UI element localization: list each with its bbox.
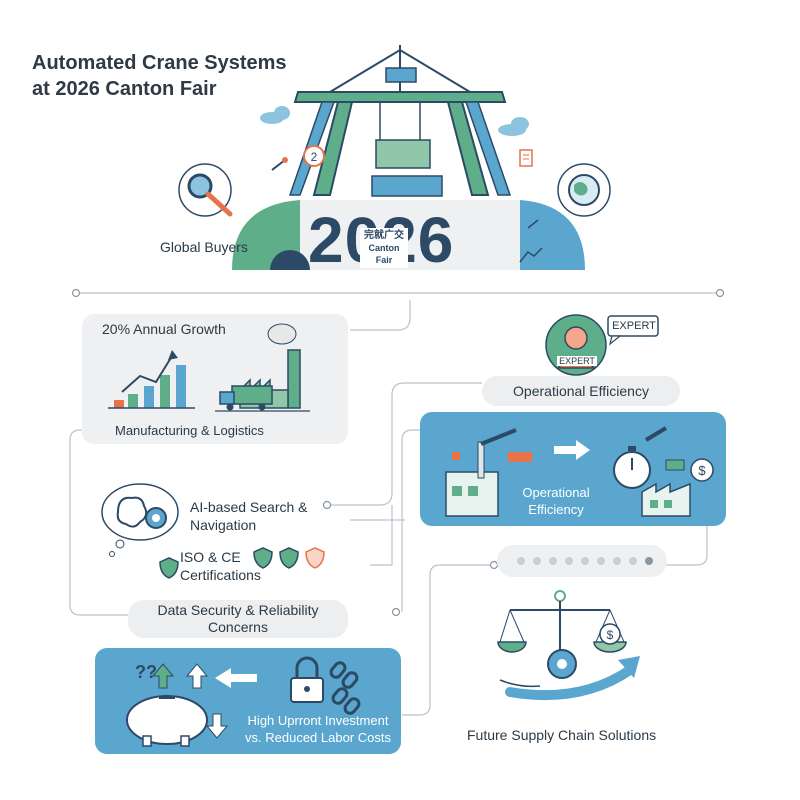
magnifier-icon (178, 163, 233, 217)
stopwatch-icon (613, 446, 651, 489)
automated-factory-icon (641, 426, 691, 517)
progress-dots (517, 557, 653, 565)
pin-icon (271, 157, 288, 171)
growth-arrow-icon (499, 656, 640, 701)
growth-title: 20% Annual Growth (102, 321, 226, 337)
map-icon (519, 219, 543, 263)
arrow-up-icon (151, 663, 209, 689)
security-line2: Concerns (208, 619, 268, 635)
robot-arm-icon (445, 428, 532, 517)
dollar-coin-icon: $ (690, 458, 714, 482)
shield-icon (159, 547, 325, 579)
ai-label: AI-based Search & Navigation (190, 498, 308, 534)
global-buyers-label: Global Buyers (160, 239, 248, 255)
efficiency-panel-label: Operational Efficiency (508, 484, 604, 518)
arrow-down-icon (205, 713, 229, 739)
expert-bubble-label: EXPERT (612, 320, 656, 332)
efficiency-illustration: $ (445, 426, 714, 517)
cert-label: ISO & CE Certifications (180, 548, 261, 584)
chain-link-icon (329, 661, 361, 715)
hero-illustration: 2 (71, 45, 725, 298)
efficiency-currency: $ (698, 463, 706, 478)
gear-icon (145, 507, 167, 529)
ai-label-line1: AI-based Search & (190, 499, 308, 515)
future-currency: $ (607, 628, 614, 642)
bar-chart-icon (108, 350, 195, 409)
efficiency-label-line2: Efficiency (528, 502, 584, 517)
speech-bubble-icon (607, 315, 659, 346)
canton-fair-badge-en: Canton Fair (368, 243, 400, 265)
ai-label-line2: Navigation (190, 517, 257, 533)
balance-illustration: $ (497, 590, 640, 701)
clipboard-icon (519, 149, 533, 167)
canton-fair-badge: 完就广交 Canton Fair (360, 228, 408, 268)
efficiency-label-line1: Operational (522, 485, 590, 500)
growth-caption: Manufacturing & Logistics (115, 423, 264, 438)
investment-line2: vs. Reduced Labor Costs (245, 730, 391, 745)
page-title: Automated Crane Systems at 2026 Canton F… (32, 50, 287, 102)
gear-icon (547, 649, 577, 679)
cert-label-line2: Certifications (180, 567, 261, 583)
security-pill: Data Security & Reliability Concerns (128, 600, 348, 638)
canton-fair-badge-cn: 完就广交 (364, 230, 404, 241)
growth-panel (82, 314, 348, 444)
cloud-icon (260, 106, 529, 136)
progress-dots-pill (497, 545, 667, 577)
cert-shields (159, 547, 325, 579)
arrow-right-icon (554, 440, 590, 460)
operational-efficiency-pill: Operational Efficiency (482, 376, 680, 406)
piggy-bank-icon (126, 695, 208, 747)
question-marks: ?? (135, 662, 157, 682)
truck-icon (215, 385, 310, 412)
growth-illustration (108, 323, 310, 412)
globe-icon (557, 163, 611, 217)
investment-label: High Uprront Investment vs. Reduced Labo… (238, 712, 398, 746)
expert-badge-label: EXPERT (557, 356, 597, 366)
title-line-2: at 2026 Canton Fair (32, 78, 217, 100)
expert-avatar-icon (545, 314, 607, 376)
title-line-1: Automated Crane Systems (32, 52, 287, 74)
padlock-icon (290, 656, 324, 703)
number-badge-icon: 2 (303, 145, 325, 167)
investment-line1: High Uprront Investment (247, 713, 389, 728)
dollar-coin-icon: $ (599, 623, 621, 645)
ai-illustration (101, 483, 179, 557)
arrow-left-icon (215, 668, 257, 688)
cert-label-line1: ISO & CE (180, 549, 241, 565)
investment-illustration: ?? (126, 656, 361, 747)
balance-scale-icon (497, 590, 627, 658)
marker-number: 2 (311, 150, 318, 164)
security-line1: Data Security & Reliability (157, 602, 319, 618)
future-label: Future Supply Chain Solutions (467, 727, 657, 743)
